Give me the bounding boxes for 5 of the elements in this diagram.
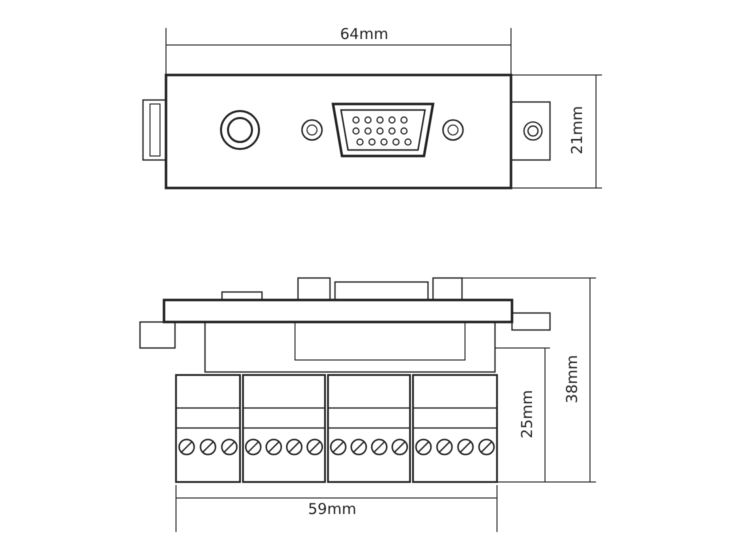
- dimension-label: 21mm: [568, 106, 586, 154]
- dimension-label: 59mm: [308, 500, 356, 518]
- dimension-label: 38mm: [563, 355, 581, 404]
- dimension-label: 25mm: [518, 390, 536, 438]
- dimension-label: 64mm: [340, 25, 388, 43]
